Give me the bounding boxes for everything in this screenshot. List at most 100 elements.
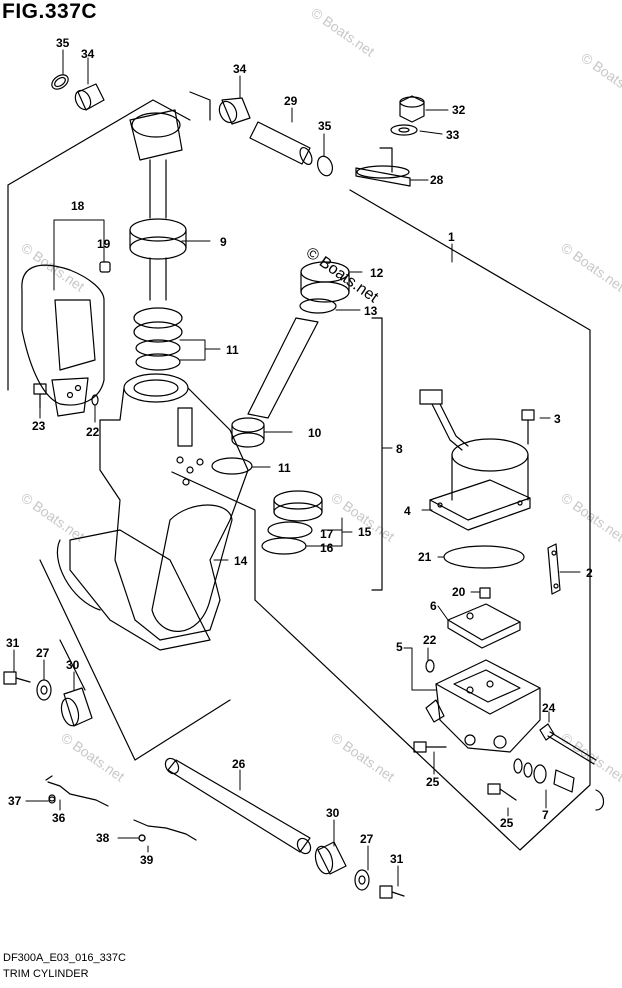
svg-text:© Boats.net: © Boats.net xyxy=(18,239,87,294)
callout-31: 31 xyxy=(6,636,20,650)
part-27-washer-left xyxy=(36,679,52,701)
part-31-bolt-left xyxy=(3,671,31,685)
svg-text:© Boats.net: © Boats.net xyxy=(308,4,377,59)
callout-28: 28 xyxy=(430,173,444,187)
figure-code: DF300A_E03_016_337C xyxy=(3,952,126,964)
part-25-bolt-upper xyxy=(413,741,447,753)
callout-27: 27 xyxy=(36,646,50,660)
callout-17: 17 xyxy=(320,527,334,541)
callout-11: 11 xyxy=(226,343,239,357)
callout-35: 35 xyxy=(56,36,70,50)
part-32-nut xyxy=(399,95,425,123)
part-3-bolt xyxy=(521,409,535,445)
part-29-pin xyxy=(249,121,313,166)
part-35-snap-ring-top xyxy=(316,155,334,177)
part-34-bushing-top xyxy=(218,97,251,125)
figure-title: FIG.337C xyxy=(2,0,98,23)
part-27-washer-right xyxy=(354,869,370,891)
callout-24: 24 xyxy=(542,701,556,715)
part-31-bolt-right xyxy=(379,885,405,899)
part-28-bolt xyxy=(355,147,411,187)
part-30-bushing-right xyxy=(314,841,347,875)
part-33-washer xyxy=(390,124,418,136)
callout-2: 2 xyxy=(586,566,593,580)
svg-text:© Boats.net: © Boats.net xyxy=(558,239,622,294)
callout-38: 38 xyxy=(96,831,110,845)
callout-labels: 35 34 34 29 35 32 33 28 18 19 9 1 12 13 … xyxy=(6,36,593,867)
part-9-tilt-rod xyxy=(129,109,187,301)
part-19-plug xyxy=(99,261,111,273)
callout-15: 15 xyxy=(358,525,372,539)
part-26-shaft xyxy=(164,757,312,855)
cylinder-body xyxy=(56,373,249,651)
part-11-o-ring-right xyxy=(211,457,253,475)
callout-6: 6 xyxy=(430,599,437,613)
callout-22: 22 xyxy=(423,633,437,647)
assembly-outline xyxy=(7,99,591,851)
callout-35: 35 xyxy=(318,119,332,133)
part-18-cover xyxy=(21,264,105,417)
part-35-snap-ring xyxy=(51,74,69,90)
part-17-ring xyxy=(267,521,313,539)
part-24-bolt xyxy=(539,723,597,765)
callout-19: 19 xyxy=(97,237,111,251)
leader-lines xyxy=(13,49,581,887)
callout-36: 36 xyxy=(52,811,66,825)
callout-22: 22 xyxy=(86,425,100,439)
part-30-bushing-left xyxy=(60,687,93,727)
part-7-valve xyxy=(513,758,605,811)
part-2-strap xyxy=(547,543,561,595)
callout-1: 1 xyxy=(448,230,455,244)
part-38-screw xyxy=(138,834,146,842)
svg-text:© Boats.net: © Boats.net xyxy=(578,49,622,104)
callout-18: 18 xyxy=(71,199,85,213)
callout-5: 5 xyxy=(396,640,403,654)
part-34-bushing-left xyxy=(74,83,105,111)
rod-guide-line xyxy=(39,559,231,761)
part-12-cap xyxy=(300,261,350,303)
callout-23: 23 xyxy=(32,419,46,433)
callout-34: 34 xyxy=(233,62,247,76)
part-11-piston xyxy=(133,307,183,371)
callout-33: 33 xyxy=(446,128,460,142)
callout-4: 4 xyxy=(404,504,411,518)
callout-37: 37 xyxy=(8,794,22,808)
part-20-filter xyxy=(479,587,491,599)
callout-30: 30 xyxy=(326,806,340,820)
part-13-o-ring xyxy=(299,298,337,314)
callout-20: 20 xyxy=(452,585,466,599)
callout-31: 31 xyxy=(390,852,404,866)
svg-text:© Boats.net: © Boats.net xyxy=(58,729,127,784)
figure-caption: TRIM CYLINDER xyxy=(3,968,89,980)
callout-13: 13 xyxy=(364,304,378,318)
callout-3: 3 xyxy=(554,412,561,426)
bracket-box-8 xyxy=(171,317,383,601)
part-21-o-ring xyxy=(443,545,525,569)
part-10-rod xyxy=(231,317,319,448)
callout-30: 30 xyxy=(66,658,80,672)
part-6-pump-gear xyxy=(447,603,521,649)
callout-16: 16 xyxy=(320,541,334,555)
callout-12: 12 xyxy=(370,266,384,280)
callout-34: 34 xyxy=(81,47,95,61)
callout-11: 11 xyxy=(278,461,291,475)
callout-8: 8 xyxy=(396,442,403,456)
part-22-ring-right xyxy=(425,659,435,673)
callout-10: 10 xyxy=(308,426,322,440)
callout-29: 29 xyxy=(284,94,298,108)
part-4-motor xyxy=(419,389,531,531)
callout-39: 39 xyxy=(140,853,154,867)
callout-27: 27 xyxy=(360,832,374,846)
callout-26: 26 xyxy=(232,757,246,771)
svg-text:© Boats.net: © Boats.net xyxy=(18,489,87,544)
part-5-pump-body xyxy=(425,659,541,753)
part-37-screw xyxy=(48,796,56,804)
svg-text:© Boats.net: © Boats.net xyxy=(328,729,397,784)
part-15-valve xyxy=(273,490,323,522)
part-16-ring xyxy=(261,537,307,555)
callout-7: 7 xyxy=(542,808,549,822)
callout-25: 25 xyxy=(500,816,514,830)
part-25-bolt-lower xyxy=(487,783,517,801)
callout-14: 14 xyxy=(234,554,248,568)
